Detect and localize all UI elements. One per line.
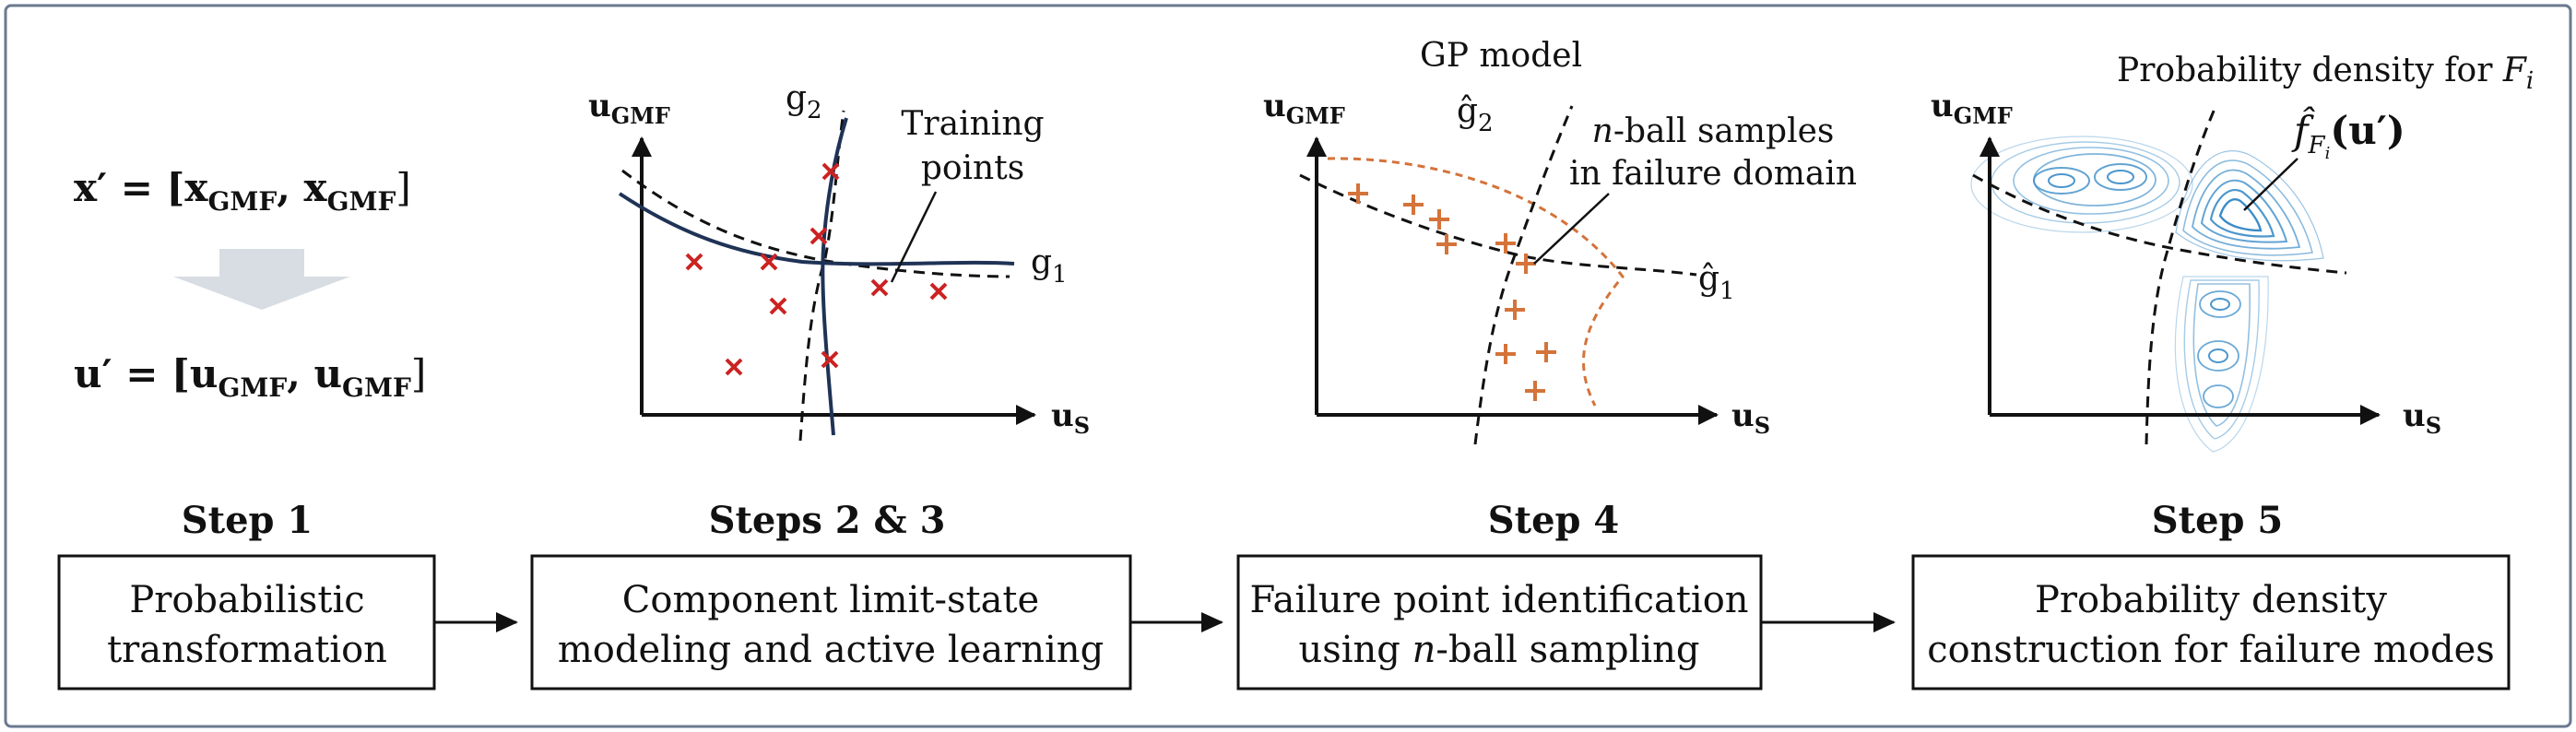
nball-sample: [1525, 381, 1545, 401]
step1-equations: x′ = [xGMF, xGMF] u′ = [uGMF, uGMF]: [74, 165, 426, 403]
step23-y-axis-label: uGMF: [588, 88, 670, 129]
step4-heading: Step 4: [1488, 499, 1620, 542]
density-lobe-lower: [2174, 276, 2269, 453]
step23-annotation-line2: points: [921, 149, 1024, 187]
step4-g2hat-label: ĝ2: [1457, 92, 1494, 137]
training-point: [685, 253, 703, 271]
step23-surrogate-g2: [821, 117, 848, 436]
transform-arrow-icon: [173, 249, 350, 310]
step5-box: [1911, 554, 2511, 691]
training-point: [821, 162, 840, 181]
step4-annotation-line1: n-ball samples: [1592, 112, 1835, 150]
training-point: [725, 358, 743, 376]
nball-sample: [1495, 344, 1516, 364]
step23-training-points: [685, 162, 948, 376]
step4-annotation-leader: [1533, 193, 1610, 265]
step4-box: [1236, 554, 1763, 691]
step5-box-line1: Probability density: [2035, 579, 2387, 621]
eq-u-prime: u′ = [uGMF, uGMF]: [74, 351, 426, 403]
step4-y-axis-label: uGMF: [1263, 88, 1345, 129]
step1-box: [57, 554, 436, 691]
step5-plot: uGMF uS Probability density for Fi f̂Fi(…: [1931, 52, 2534, 453]
outer-frame: [4, 4, 2572, 728]
eq-x-prime: x′ = [xGMF, xGMF]: [74, 165, 411, 217]
step4-annotation-line2: in failure domain: [1569, 155, 1857, 193]
step23-heading: Steps 2 & 3: [709, 499, 946, 542]
step4-nball-samples: [1348, 183, 1556, 401]
step5-y-axis-label: uGMF: [1931, 88, 2013, 129]
step5-x-axis-label: uS: [2403, 397, 2441, 439]
training-point: [929, 282, 948, 301]
step4-g1hat-label: ĝ1: [1698, 260, 1735, 305]
step23-box-line2: modeling and active learning: [558, 629, 1104, 671]
step4-x-axis-label: uS: [1731, 397, 1770, 439]
nball-sample: [1403, 195, 1424, 215]
training-point: [769, 297, 787, 315]
step23-surrogate-g1: [618, 192, 1015, 266]
training-point: [760, 253, 778, 271]
step23-plot: uGMF uS g1 g2 Training points: [588, 79, 1090, 442]
nball-sample: [1536, 342, 1556, 362]
step23-g1-label: g1: [1031, 243, 1068, 289]
step5-box-line2: construction for failure modes: [1927, 629, 2495, 671]
step1-box-line2: transformation: [107, 629, 387, 671]
step5-heading: Step 5: [2152, 499, 2284, 542]
step4-box-line1: Failure point identification: [1249, 579, 1748, 621]
step5-density-title: Probability density for Fi: [2117, 52, 2534, 95]
step5-dashed-g2: [2145, 108, 2216, 445]
density-lobe-failure: [2175, 150, 2324, 262]
step5-density-function: f̂Fi(u′): [2291, 105, 2405, 163]
step4-box-line2: using n-ball sampling: [1298, 629, 1699, 671]
training-point: [870, 278, 889, 297]
step23-annotation-leader: [890, 191, 938, 283]
training-point: [809, 227, 828, 245]
step23-annotation-line1: Training: [901, 105, 1044, 143]
step5-dashed-g1: [1972, 173, 2347, 275]
step23-box-line1: Component limit-state: [622, 579, 1039, 621]
step4-dashed-g1hat: [1299, 173, 1697, 277]
step4-gp-model-label: GP model: [1420, 37, 1582, 75]
nball-sample: [1495, 233, 1516, 254]
step23-g2-label: g2: [786, 79, 822, 124]
step4-dashed-g2hat: [1473, 105, 1574, 445]
step1-box-line1: Probabilistic: [129, 579, 364, 621]
step23-x-axis-label: uS: [1051, 397, 1090, 439]
nball-sample: [1429, 209, 1449, 230]
step1-heading: Step 1: [182, 499, 313, 542]
nball-sample: [1436, 234, 1457, 254]
density-lobe-left: [1970, 136, 2193, 233]
step23-dashed-g2: [798, 110, 845, 442]
training-point: [821, 350, 839, 369]
nball-sample: [1516, 254, 1536, 274]
step23-dashed-g1: [621, 169, 1010, 278]
step4-plot: uGMF uS GP model ĝ2 ĝ1 n-ball samples in…: [1263, 37, 1857, 445]
step5-annotation-leader: [2243, 158, 2298, 211]
nball-sample: [1348, 183, 1368, 204]
step4-nball-arc: [1327, 157, 1625, 407]
nball-sample: [1505, 300, 1525, 320]
